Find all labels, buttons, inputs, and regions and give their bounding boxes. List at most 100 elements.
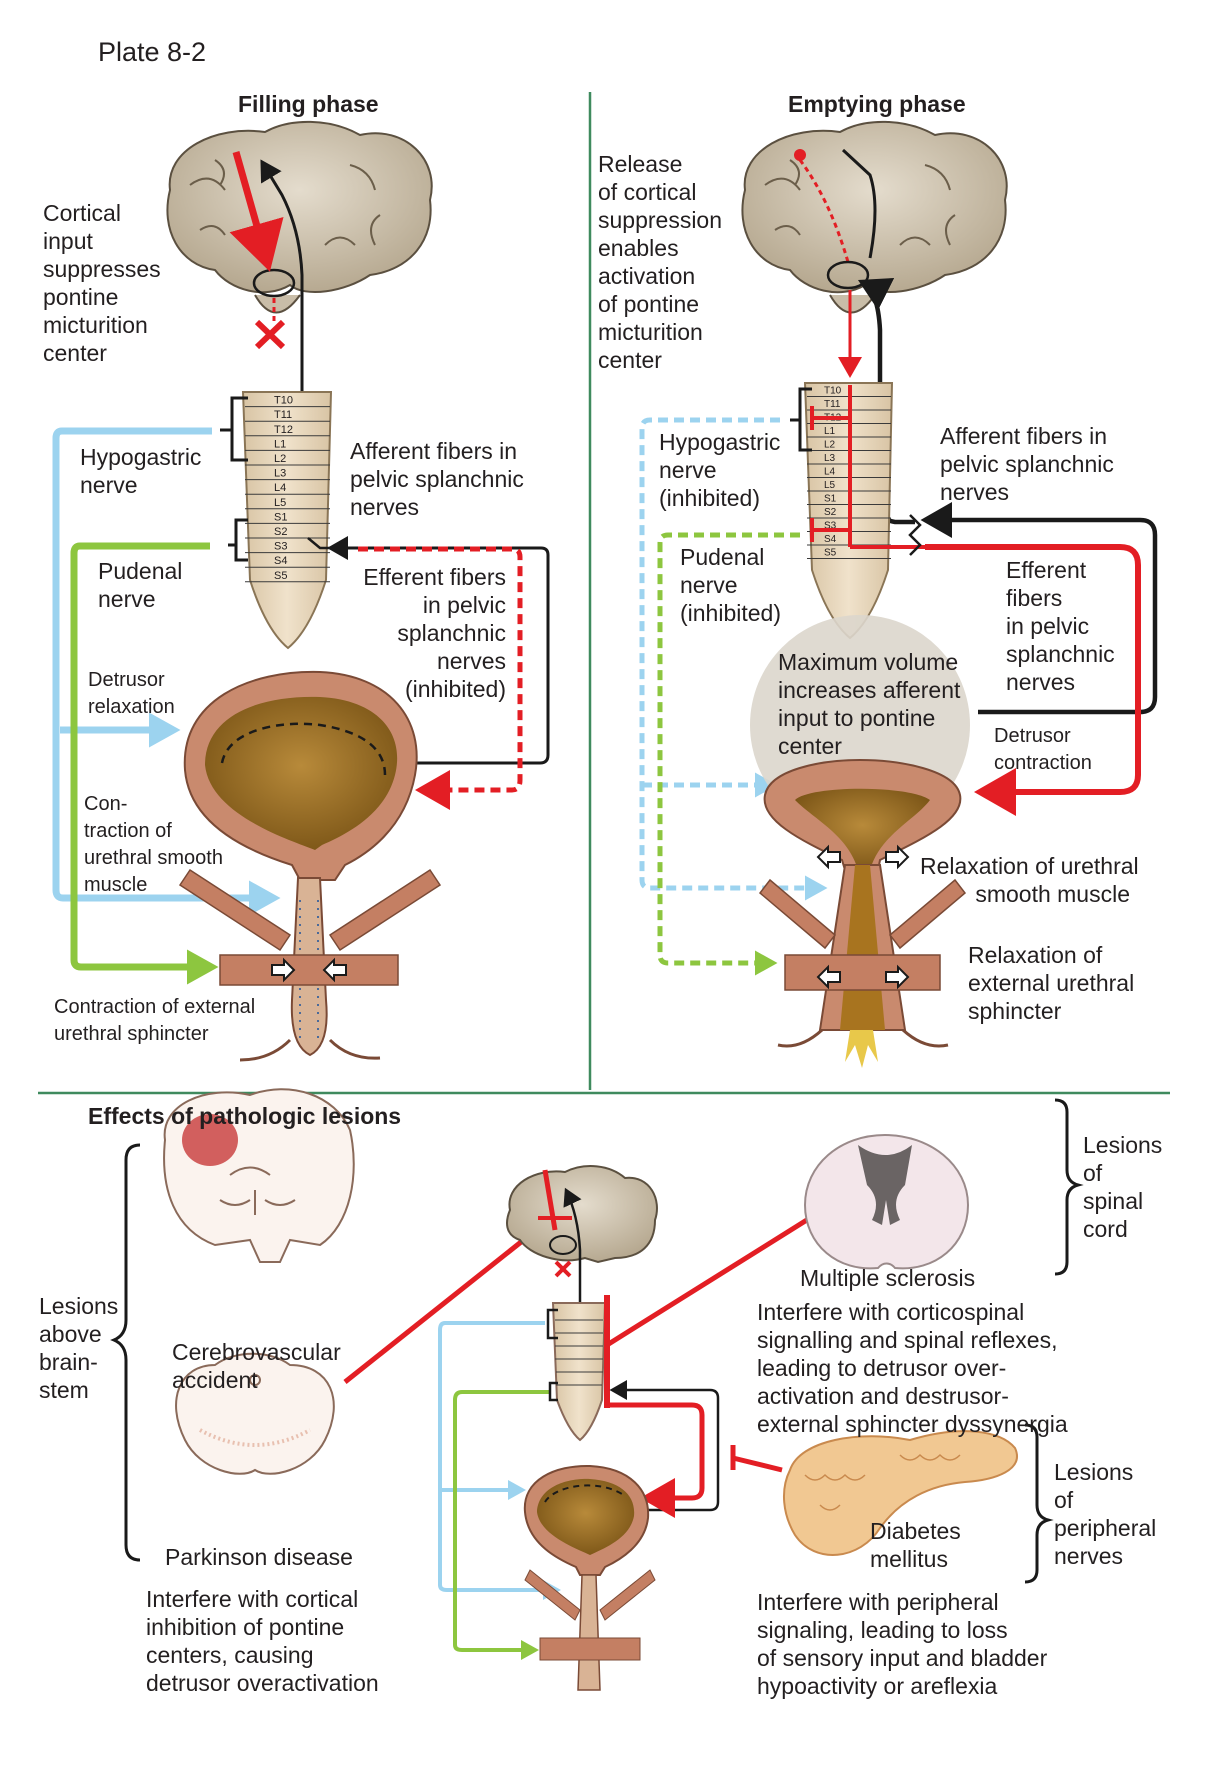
emptying-relax-smooth-label: Relaxation of urethral smooth muscle: [920, 853, 1139, 907]
lesions-pudenal-brace: [548, 1381, 558, 1402]
segment-label-l1: L1: [274, 438, 286, 450]
lesions-efferent: [610, 1402, 705, 1518]
filling-pelvic-muscles: [178, 868, 442, 1062]
emptying-detrusor-label: Detrusor contraction: [994, 725, 1092, 774]
lesions-above-brainstem-label: Lesions above brain- stem: [39, 1293, 119, 1403]
emptying-afferent-brace: [908, 514, 922, 556]
filling-pudenal-brace: [228, 518, 248, 562]
filling-afferent-fibers: [327, 536, 550, 765]
segment-label-s2: S2: [824, 507, 837, 518]
emptying-pontine-center: [826, 260, 870, 290]
filling-pudenal-label: Pudenal nerve: [98, 558, 183, 612]
filling-hypogastric-label: Hypogastric nerve: [80, 444, 202, 498]
cva-brain-image: [163, 1088, 355, 1263]
filling-efferent-label: Efferent fibers in pelvic splanchnic ner…: [363, 564, 506, 702]
segment-label-s1: S1: [274, 511, 287, 523]
spinal-cord-lesion-label: Lesions of spinal cord: [1083, 1132, 1163, 1242]
diabetes-label: Diabetes mellitus: [870, 1518, 961, 1572]
filling-hypogastric-nerve: [52, 427, 281, 916]
emptying-relax-external-label: Relaxation of external urethral sphincte…: [968, 942, 1135, 1024]
segment-label-s2: S2: [274, 526, 287, 538]
segment-label-t11: T11: [274, 409, 292, 421]
filling-hypogastric-brace: [220, 396, 248, 462]
cortical-lesion-text: Interfere with cortical inhibition of po…: [146, 1586, 379, 1696]
lesions-bladder: [523, 1464, 650, 1691]
diabetes-lesion-line: [732, 1455, 783, 1473]
cva-lesion-line: [343, 1213, 557, 1384]
filling-efferent-fibers: [358, 546, 523, 810]
lesions-ascending-black: [563, 1187, 582, 1333]
segment-label-s4: S4: [824, 534, 837, 545]
emptying-cortical-black: [841, 148, 877, 259]
segment-label-t10: T10: [274, 395, 293, 407]
segment-label-t11: T11: [824, 399, 841, 410]
filling-bladder: [183, 670, 418, 1057]
filling-afferent-label: Afferent fibers in pelvic splanchnic ner…: [350, 438, 524, 520]
emptying-phase-title: Emptying phase: [788, 91, 966, 117]
emptying-max-volume-label: Maximum volume increases afferent input …: [778, 649, 961, 759]
filling-ascending-afferent: [260, 159, 304, 405]
segment-label-l3: L3: [274, 468, 286, 480]
spinal-lesion-text: Interfere with corticospinal signalling …: [757, 1299, 1068, 1437]
segment-label-l3: L3: [824, 453, 836, 464]
lesions-x: [554, 1260, 572, 1278]
emptying-hypogastric-brace: [790, 387, 812, 452]
emptying-inhibit-pudenal: [810, 518, 850, 542]
emptying-efferent-fibers: [925, 544, 1141, 816]
filling-cortical-label: Cortical input suppresses pontine mictur…: [43, 200, 161, 366]
filling-pudenal-nerve: [70, 542, 219, 985]
segment-label-l4: L4: [274, 482, 286, 494]
segment-label-l2: L2: [274, 453, 286, 465]
spinal-cord-brace: [1054, 1098, 1084, 1276]
emptying-pudenal-label: Pudenal nerve (inhibited): [680, 544, 781, 626]
cva-label: Cerebrovascular accident: [172, 1339, 341, 1393]
filling-external-sphincter-label: Contraction of external urethral sphinct…: [54, 996, 256, 1045]
parkinson-label: Parkinson disease: [165, 1544, 353, 1570]
filling-smooth-muscle-label: Con- traction of urethral smooth muscle: [84, 793, 223, 896]
segment-label-s5: S5: [824, 548, 837, 559]
lesions-hypogastric-brace: [546, 1308, 558, 1340]
lesions-pudenal: [453, 1390, 550, 1660]
lesions-above-brainstem-brace: [110, 1143, 141, 1562]
lesions-small-brain: [506, 1165, 658, 1264]
lesions-title: Effects of pathologic lesions: [88, 1103, 402, 1129]
segment-label-l4: L4: [824, 467, 836, 478]
peripheral-brace: [1024, 1423, 1054, 1584]
filling-spinal-cord: [241, 391, 333, 650]
segment-label-l5: L5: [274, 497, 286, 509]
filling-sphincter-arrows: [271, 957, 347, 983]
ms-cord-section: [803, 1133, 970, 1270]
filling-brain: [166, 120, 433, 314]
emptying-efferent-label: Efferent fibers in pelvic splanchnic ner…: [1006, 557, 1115, 695]
filling-afferent-branch: [307, 537, 330, 550]
emptying-pudenal-nerve: [657, 532, 800, 976]
filling-detrusor-label: Detrusor relaxation: [88, 669, 175, 718]
ms-label: Multiple sclerosis: [800, 1265, 976, 1291]
lesions-afferent: [609, 1380, 720, 1512]
emptying-cortical-dot: [794, 149, 806, 161]
emptying-afferent-fibers: [920, 502, 1158, 715]
segment-label-l2: L2: [824, 440, 836, 451]
segment-label-t10: T10: [824, 386, 842, 397]
segment-label-t12: T12: [274, 424, 293, 436]
lesions-pelvic-muscles: [524, 1569, 656, 1661]
filling-block-x: [254, 319, 286, 350]
lesions-hypogastric: [438, 1321, 561, 1600]
emptying-hypogastric-label: Hypogastric nerve (inhibited): [659, 429, 781, 511]
filling-cortical-input-arrow: [229, 151, 284, 272]
segment-label-l5: L5: [824, 480, 836, 491]
segment-label-s4: S4: [274, 555, 287, 567]
ms-lesion-line: [605, 1215, 812, 1348]
segment-label-s3: S3: [274, 541, 287, 553]
emptying-relax-arrows: [816, 844, 910, 990]
segment-label-l1: L1: [824, 426, 836, 437]
filling-phase-title: Filling phase: [238, 91, 379, 117]
peripheral-lesion-text: Interfere with peripheral signaling, lea…: [757, 1589, 1048, 1699]
emptying-inhibit-hypogastric: [810, 406, 850, 430]
parkinson-midbrain-image: [175, 1352, 335, 1475]
emptying-release-label: Release of cortical suppression enables …: [598, 151, 723, 373]
emptying-released-cortical: [798, 159, 850, 263]
lesions-pontine: [549, 1235, 577, 1255]
emptying-hypogastric-nerve: [639, 417, 828, 901]
